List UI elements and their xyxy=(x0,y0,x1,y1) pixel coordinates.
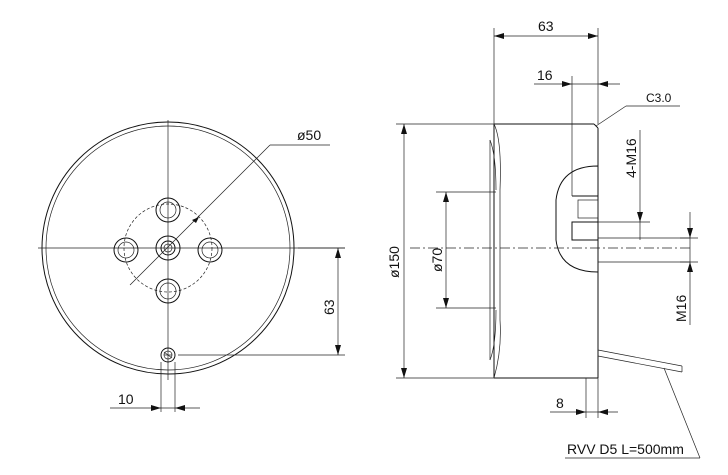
cable-spec-label: RVV D5 L=500mm xyxy=(567,441,684,457)
dim-chamfer-label: C3.0 xyxy=(646,91,672,105)
cable-gland xyxy=(160,347,176,412)
rear-hub-section xyxy=(555,165,599,273)
bolt-circle xyxy=(123,203,213,293)
diaphragm xyxy=(493,123,501,379)
dim-boss: 16 xyxy=(534,67,620,196)
dim-bolt-width-label: 10 xyxy=(118,391,134,407)
bolt-hole-right xyxy=(197,237,223,263)
hub-inner xyxy=(160,240,176,256)
dim-bolt-width: 10 xyxy=(110,391,200,411)
dim-depth: 63 xyxy=(493,18,599,124)
dim-pattern-diameter-label: ø50 xyxy=(297,127,321,143)
bolt-hole-left xyxy=(113,237,139,263)
dim-pattern-diameter: ø50 xyxy=(129,127,330,286)
dim-boss-label: 16 xyxy=(537,67,553,83)
dim-thread-holes: 4-M16 xyxy=(598,130,650,240)
dim-depth-label: 63 xyxy=(538,18,554,34)
dim-inner-diameter-label: ø70 xyxy=(429,248,445,272)
cable xyxy=(597,349,683,373)
dim-outer-diameter: ø150 xyxy=(386,123,494,379)
dim-thread-label: M16 xyxy=(673,295,689,322)
dim-thread-holes-label: 4-M16 xyxy=(623,138,639,178)
bolt-hole-top xyxy=(155,197,181,223)
front-view: ø50 63 10 xyxy=(38,120,345,412)
side-view: 63 16 C3.0 ø150 xyxy=(386,18,701,459)
dim-cable-offset: 8 xyxy=(550,378,618,418)
dim-height-offset: 63 xyxy=(178,247,345,356)
dim-outer-diameter-label: ø150 xyxy=(386,246,402,278)
cable-spec-callout: RVV D5 L=500mm xyxy=(565,367,701,459)
dim-thread: M16 xyxy=(673,212,698,325)
hub-core xyxy=(163,243,173,253)
dim-inner-diameter: ø70 xyxy=(429,191,496,309)
hub-outer xyxy=(155,235,181,261)
dim-cable-offset-label: 8 xyxy=(556,395,564,411)
dim-chamfer: C3.0 xyxy=(595,91,680,127)
dim-height-offset-label: 63 xyxy=(321,299,337,315)
bolt-hole-bottom xyxy=(155,278,181,304)
